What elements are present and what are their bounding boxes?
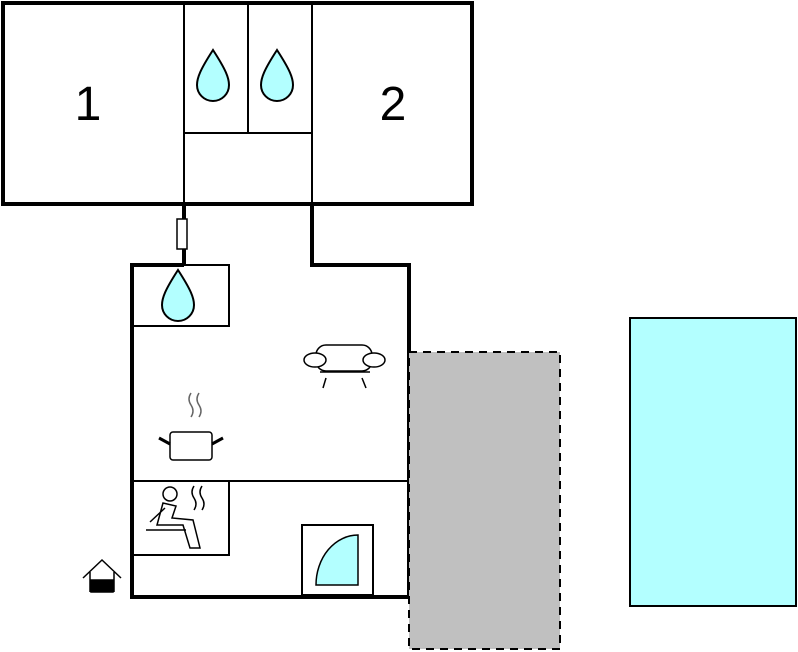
room-label-2: 2: [380, 78, 407, 131]
terrace-area: [408, 351, 561, 650]
well-icon: [82, 558, 122, 593]
shower-icon: [301, 524, 374, 596]
sauna-room: [131, 480, 230, 556]
upper-wing-outline: [1, 1, 474, 206]
lower-bathroom: [131, 264, 230, 327]
pool-area: [629, 317, 797, 607]
door: [176, 218, 188, 250]
sofa-icon: [303, 344, 386, 389]
sauna-icon: [146, 485, 205, 549]
water-drop-icon: [259, 48, 295, 102]
room-label-1: 1: [75, 78, 102, 131]
cooking-pot-icon: [158, 392, 224, 461]
water-drop-icon: [160, 268, 196, 322]
water-drop-icon: [195, 48, 231, 102]
